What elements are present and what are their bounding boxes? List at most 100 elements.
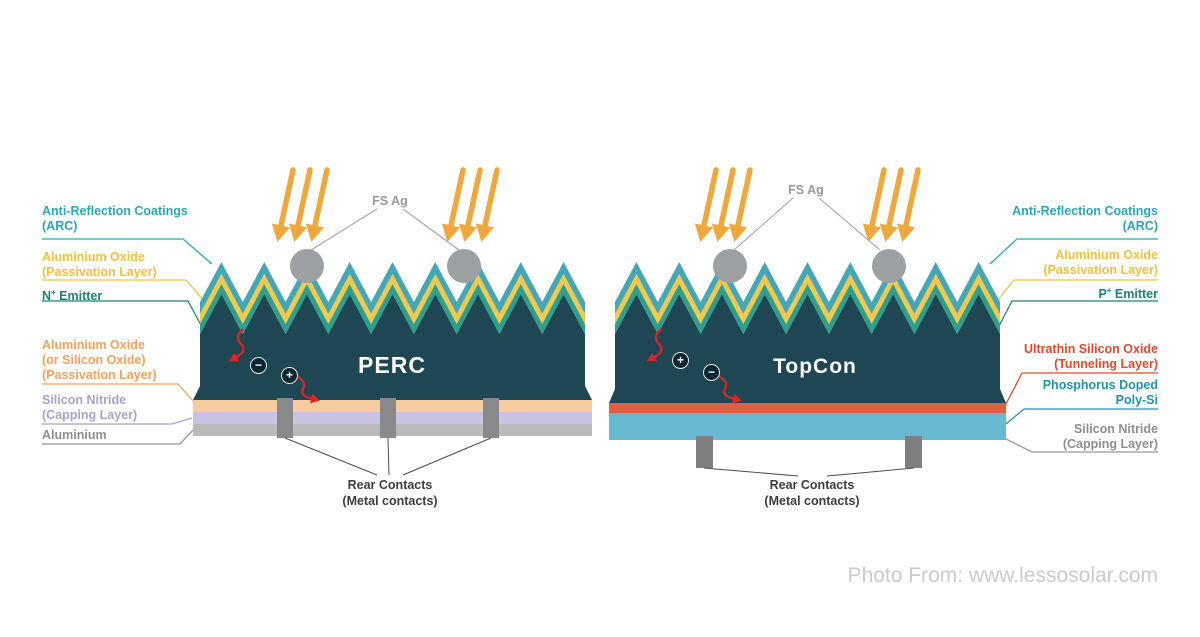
label-line: Silicon Nitride [42, 393, 127, 407]
label-line: (Metal contacts) [342, 493, 438, 508]
label-line: (ARC) [1122, 219, 1158, 233]
leader-lines-left [42, 238, 213, 445]
label-capping-right: Silicon Nitride (Capping Layer) [1063, 422, 1158, 452]
leader-alox-top-left [42, 279, 206, 303]
sun-arrow-icon [271, 167, 296, 242]
label-line: (Passivation Layer) [42, 368, 157, 382]
perc-rear-contact [483, 398, 499, 438]
sun-arrow-icon [441, 167, 466, 242]
label-line: Phosphorus Doped [1042, 378, 1158, 392]
label-line: Anti-Reflection Coatings [1012, 204, 1158, 218]
perc-rear-contact [277, 398, 293, 438]
label-line: (Metal contacts) [764, 493, 860, 508]
sun-arrow-icon [862, 167, 887, 242]
label-alox-top-right: Aluminium Oxide (Passivation Layer) [1043, 248, 1158, 278]
superscript: + [1106, 286, 1112, 295]
topcon-rear-contact [905, 436, 922, 468]
sun-arrow-icon [896, 167, 921, 242]
sun-arrow-icon [728, 167, 753, 242]
label-line: Poly-Si [1115, 393, 1158, 407]
label-line: Aluminium Oxide [42, 338, 145, 352]
topcon-carrier-arrow [646, 328, 663, 362]
leader-emitter-right [998, 300, 1158, 327]
leader-alox-rear-left [42, 383, 196, 404]
perc-fs-ag-contact [447, 249, 481, 283]
rear-contact-leader [284, 437, 378, 476]
label-p-emitter: P+ Emitter [1098, 286, 1158, 302]
label-arc-left: Anti-Reflection Coatings (ARC) [42, 204, 188, 234]
leader-aluminium-left [42, 429, 194, 445]
label-line: Anti-Reflection Coatings [42, 204, 188, 218]
sun-arrow-icon [694, 167, 719, 242]
leader-arc-left [42, 238, 213, 265]
perc-rear-contact-leaders [284, 437, 492, 476]
label-line: Aluminium [42, 428, 107, 442]
label-line: (or Silicon Oxide) [42, 353, 146, 367]
topcon-fs-ag-contact [872, 249, 906, 283]
fs-ag-label-perc: FS Ag [372, 194, 408, 208]
sun-arrow-icon [288, 167, 313, 242]
sun-arrow-icon [458, 167, 483, 242]
sun-arrow-icon [879, 167, 904, 242]
label-aluminium-left: Aluminium [42, 428, 107, 443]
leader-emitter-left [42, 300, 203, 328]
topcon-emitter-layer [615, 284, 1000, 334]
label-poly-si-right: Phosphorus Doped Poly-Si [1043, 378, 1158, 408]
leader-poly-si-right [1005, 408, 1158, 425]
topcon-poly-si-layer [609, 413, 1006, 440]
fs-ag-line [402, 208, 460, 251]
electron-icon: − [250, 357, 267, 374]
rear-contacts-label-perc: Rear Contacts (Metal contacts) [342, 478, 437, 509]
photo-credit: Photo From: www.lessosolar.com [847, 564, 1158, 587]
sun-arrow-icon [711, 167, 736, 242]
fs-ag-line [310, 208, 378, 251]
label-arc-right: Anti-Reflection Coatings (ARC) [1012, 204, 1158, 234]
perc-carrier-arrow [295, 374, 320, 404]
label-line: Ultrathin Silicon Oxide [1023, 342, 1158, 356]
sun-arrow-icon [305, 167, 330, 242]
perc-fs-ag-contact [290, 249, 324, 283]
leader-capping-left [42, 417, 193, 425]
label-n-emitter: N+ Emitter [42, 288, 102, 304]
label-line: Aluminium Oxide [1055, 248, 1158, 262]
leader-lines-right [989, 238, 1158, 453]
label-tunneling-right: Ultrathin Silicon Oxide (Tunneling Layer… [1024, 342, 1158, 372]
label-line: (Passivation Layer) [1043, 263, 1158, 277]
label-line: Rear Contacts [347, 478, 433, 492]
leader-tunneling-right [1004, 372, 1158, 407]
perc-emitter-layer [200, 284, 585, 334]
label-line: (Capping Layer) [1062, 437, 1158, 451]
topcon-fs-ag-contact [713, 249, 747, 283]
rear-contact-leader [703, 467, 799, 477]
leader-alox-top-right [995, 279, 1158, 303]
label-capping-left: Silicon Nitride (Capping Layer) [42, 393, 137, 423]
rear-contact-leader [826, 467, 915, 477]
topcon-tunneling-layer [609, 403, 1006, 413]
topcon-carrier-arrow [717, 374, 742, 404]
leader-arc-right [989, 238, 1158, 265]
label-line: P+ Emitter [1098, 286, 1158, 302]
rear-contact-leader [387, 437, 390, 476]
perc-arc-layer [200, 262, 585, 314]
rear-contacts-label-topcon: Rear Contacts (Metal contacts) [764, 478, 859, 509]
label-alox-top-left: Aluminium Oxide (Passivation Layer) [42, 250, 157, 280]
label-line: N+ Emitter [42, 288, 103, 304]
label-alox-rear-left: Aluminium Oxide (or Silicon Oxide) (Pass… [42, 338, 157, 383]
label-line: Silicon Nitride [1073, 422, 1158, 436]
label-line: (Tunneling Layer) [1054, 357, 1158, 371]
topcon-rear-contact [696, 436, 713, 468]
fs-ag-label-topcon: FS Ag [788, 183, 824, 197]
label-line: Aluminium Oxide [42, 250, 145, 264]
sunlight-arrows [271, 167, 921, 242]
sun-arrow-icon [475, 167, 500, 242]
topcon-rear-contact-leaders [703, 467, 915, 477]
hole-icon: + [281, 367, 298, 384]
rear-contact-leader [402, 437, 492, 476]
label-line: (Capping Layer) [42, 408, 138, 422]
topcon-arc-layer [615, 262, 1000, 314]
hole-icon: + [672, 352, 689, 369]
label-line: Rear Contacts [769, 478, 855, 492]
superscript: + [51, 288, 56, 297]
